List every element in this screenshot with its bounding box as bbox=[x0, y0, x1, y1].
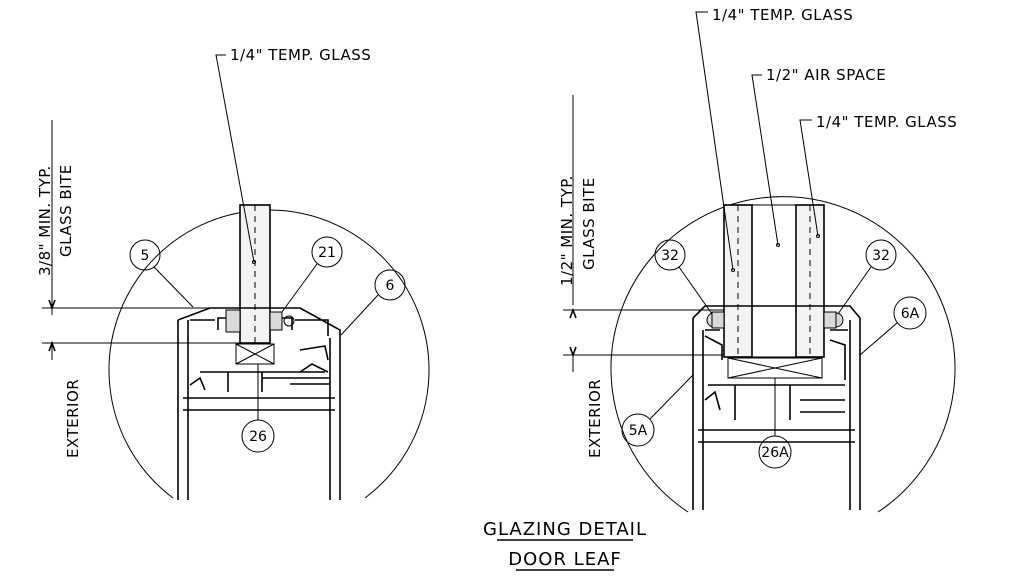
title-line-1: GLAZING DETAIL bbox=[483, 519, 647, 540]
tag-26: 26 bbox=[241, 364, 275, 453]
right-air-space bbox=[751, 204, 797, 358]
left-gasket-exterior bbox=[225, 309, 241, 333]
left-bite-label-1: 3/8" MIN. TYP. bbox=[36, 165, 54, 276]
svg-text:32: 32 bbox=[872, 248, 890, 264]
tag-32-left: 32 bbox=[654, 239, 713, 315]
tag-26a: 26A bbox=[758, 378, 792, 469]
left-setting-block bbox=[235, 343, 275, 365]
left-gasket-interior bbox=[269, 311, 283, 331]
title-line-2: DOOR LEAF bbox=[508, 549, 622, 570]
right-frame-profile bbox=[692, 305, 861, 510]
tag-6: 6 bbox=[340, 269, 406, 336]
drawing-title: GLAZING DETAIL DOOR LEAF bbox=[483, 519, 647, 571]
right-glass-outer-label: 1/4" TEMP. GLASS bbox=[712, 6, 853, 24]
left-bite-label-2: GLASS BITE bbox=[57, 164, 75, 257]
svg-text:26A: 26A bbox=[761, 445, 789, 461]
right-gasket-exterior bbox=[706, 311, 725, 329]
right-gasket-interior bbox=[823, 311, 844, 329]
right-bite-label-1: 1/2" MIN. TYP. bbox=[558, 175, 576, 286]
tag-5: 5 bbox=[129, 239, 194, 308]
left-exterior-label: EXTERIOR bbox=[64, 379, 82, 458]
tag-6a: 6A bbox=[859, 296, 927, 356]
tag-32-right: 32 bbox=[837, 239, 897, 315]
right-exterior-label: EXTERIOR bbox=[586, 379, 604, 458]
svg-text:5A: 5A bbox=[629, 423, 648, 439]
right-detail: 1/4" TEMP. GLASS 1/2" AIR SPACE 1/4" TEM… bbox=[558, 6, 957, 513]
left-glass-label: 1/4" TEMP. GLASS bbox=[230, 46, 371, 64]
right-bite-label-2: GLASS BITE bbox=[580, 177, 598, 270]
svg-text:21: 21 bbox=[318, 245, 336, 261]
right-detail-circle bbox=[610, 196, 956, 513]
svg-text:6: 6 bbox=[386, 278, 395, 294]
left-detail: 1/4" TEMP. GLASS 3/8" MIN. TYP. GLASS BI… bbox=[36, 46, 430, 500]
svg-text:32: 32 bbox=[661, 248, 679, 264]
svg-text:6A: 6A bbox=[901, 306, 920, 322]
right-air-space-label: 1/2" AIR SPACE bbox=[766, 66, 886, 84]
svg-text:26: 26 bbox=[249, 429, 267, 445]
left-glass-leader bbox=[215, 54, 255, 263]
right-glass-inner-label: 1/4" TEMP. GLASS bbox=[816, 113, 957, 131]
tag-21: 21 bbox=[281, 236, 343, 313]
tag-5a: 5A bbox=[621, 374, 694, 447]
svg-text:5: 5 bbox=[141, 248, 150, 264]
